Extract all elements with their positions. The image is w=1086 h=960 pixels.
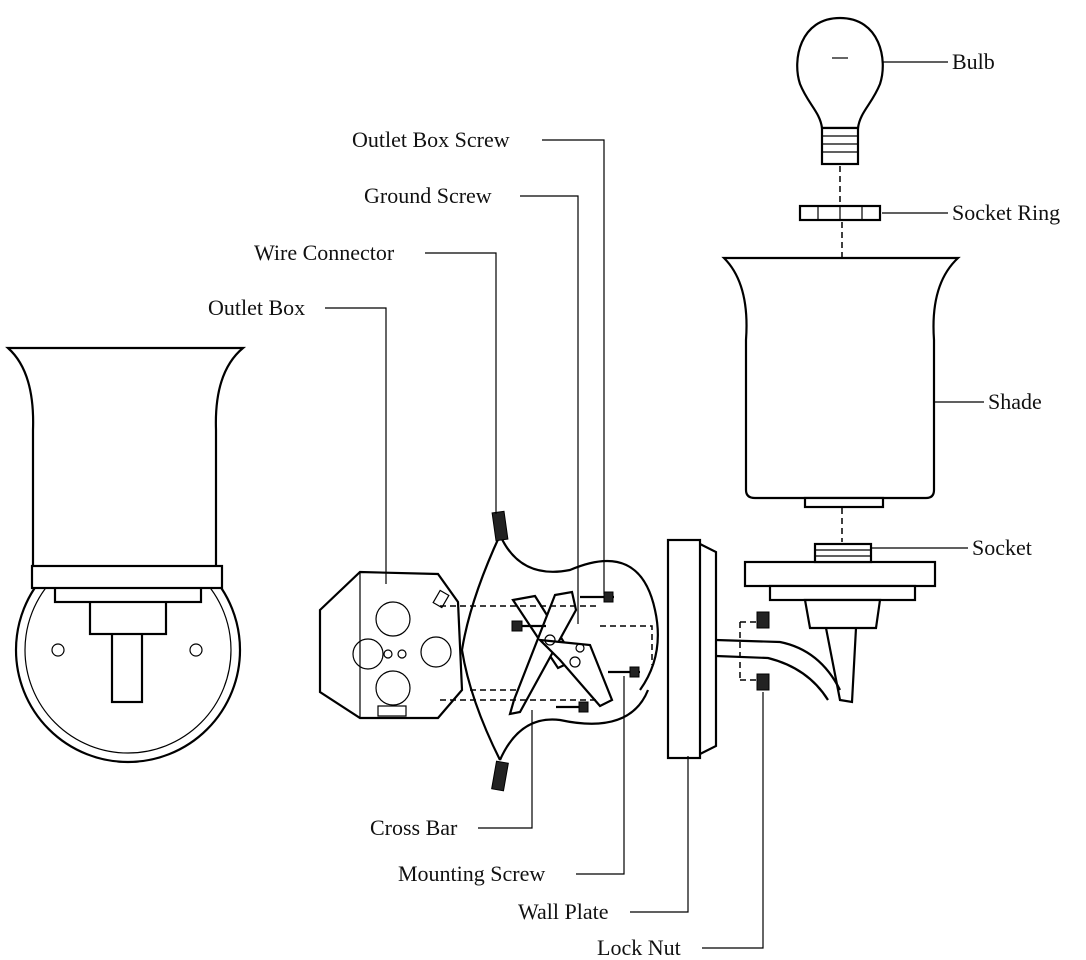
cross-bar-hole-3 — [575, 643, 585, 653]
wall-plate-edge — [699, 543, 718, 755]
arm-bottom-edge — [715, 654, 829, 701]
box-hole-1 — [383, 649, 393, 659]
lock-nut-top — [756, 611, 770, 629]
assembled-shade-band — [30, 564, 224, 590]
leader-lock-nut — [702, 692, 764, 949]
wire-lower — [498, 689, 650, 761]
arm-top-edge — [715, 638, 841, 691]
wire-loop-left — [460, 534, 501, 761]
leader-outlet-box — [325, 307, 387, 584]
knockout-top — [375, 601, 411, 637]
outlet-box — [318, 570, 464, 720]
label-ground-screw: Ground Screw — [364, 183, 492, 208]
assembled-fixture — [5, 346, 247, 764]
assembled-shade — [5, 346, 247, 570]
bulb-glass — [796, 16, 884, 130]
shade-body — [721, 256, 961, 500]
socket-threads — [813, 542, 873, 564]
label-outlet-box-screw: Outlet Box Screw — [352, 127, 510, 152]
leader-ground-screw — [520, 195, 579, 624]
box-tab-bottom — [377, 705, 407, 717]
outlet-box-screw-top — [580, 591, 614, 603]
wiring-assembly — [440, 510, 659, 792]
wire-upper — [498, 534, 659, 691]
label-shade: Shade — [988, 389, 1042, 414]
leader-cross-bar — [478, 710, 533, 829]
cross-bar-hole-2 — [569, 656, 581, 668]
wall-plate-front — [666, 538, 702, 760]
wall-plate — [666, 538, 841, 760]
align-dash-3 — [600, 625, 653, 665]
shade-neck — [803, 496, 885, 509]
leader-wire-connector — [425, 252, 497, 514]
socket-stem — [824, 627, 858, 704]
label-socket: Socket — [972, 535, 1032, 560]
labels: Bulb Socket Ring Shade Socket Outlet Box… — [208, 49, 1060, 960]
ground-screw — [511, 620, 546, 632]
label-bulb: Bulb — [952, 49, 995, 74]
knockout-left — [352, 638, 384, 670]
cross-bar-hole-1 — [544, 634, 556, 646]
shade — [721, 222, 961, 542]
socket-plate — [743, 560, 937, 588]
assembled-plate-hole-right — [189, 643, 203, 657]
bulb-base — [820, 126, 860, 166]
knockout-bottom — [375, 670, 411, 706]
outlet-box-body — [318, 570, 464, 720]
label-wall-plate: Wall Plate — [518, 899, 608, 924]
assembled-socket-cup — [88, 596, 168, 636]
leader-lines — [325, 61, 984, 949]
label-mounting-screw: Mounting Screw — [398, 861, 545, 886]
label-socket-ring: Socket Ring — [952, 200, 1060, 225]
wire-connector-bottom — [491, 760, 509, 792]
wire-connector-top — [491, 510, 509, 542]
assembled-plate-hole-left — [51, 643, 65, 657]
assembled-arm — [110, 628, 144, 704]
leader-mounting-screw — [576, 676, 625, 875]
label-wire-connector: Wire Connector — [254, 240, 395, 265]
socket-ring — [798, 204, 882, 222]
lock-nut-bottom — [756, 673, 770, 691]
box-tab-top — [432, 589, 450, 609]
box-hole-2 — [397, 649, 407, 659]
socket-cup — [803, 598, 882, 630]
leader-wall-plate — [630, 756, 689, 913]
label-lock-nut: Lock Nut — [597, 935, 681, 960]
label-outlet-box: Outlet Box — [208, 295, 305, 320]
outlet-box-screw-bottom — [556, 701, 589, 713]
knockout-right — [420, 636, 452, 668]
bulb — [796, 16, 884, 204]
socket-plate-lip — [768, 584, 917, 602]
socket-assembly — [743, 542, 937, 704]
leader-outlet-box-screw — [542, 139, 605, 594]
label-cross-bar: Cross Bar — [370, 815, 458, 840]
mounting-screw-right — [608, 666, 640, 678]
